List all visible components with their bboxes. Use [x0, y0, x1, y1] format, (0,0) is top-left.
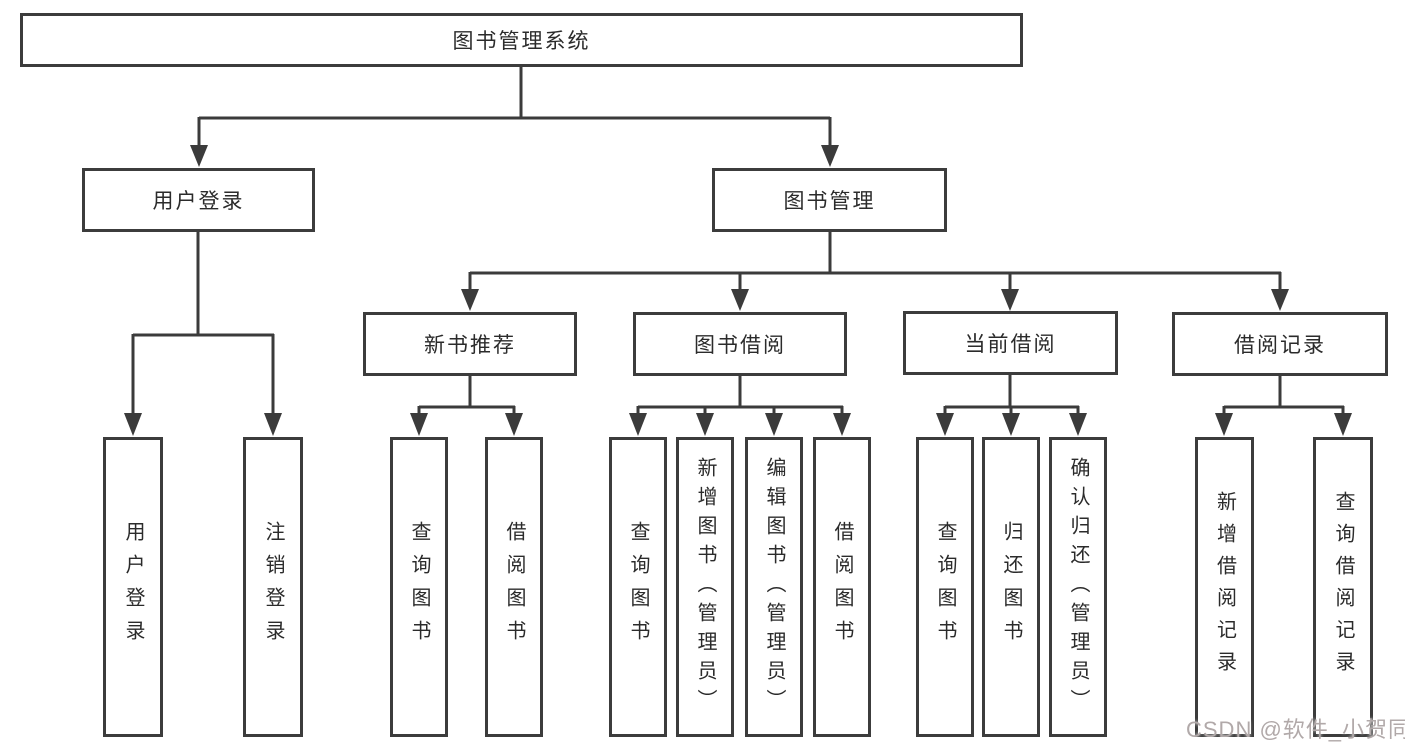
- leaf-borrow-borrow-book: 借阅图书: [813, 437, 871, 737]
- node-new-book-recommend-label: 新书推荐: [424, 334, 516, 357]
- arrow-down-icon: [190, 145, 208, 167]
- arrow-down-icon: [124, 413, 142, 436]
- leaf-recommend-borrow-book-label: 借阅图书: [503, 521, 525, 653]
- leaf-records-add-record: 新增借阅记录: [1195, 437, 1254, 737]
- node-new-book-recommend: 新书推荐: [363, 312, 577, 376]
- arrow-down-icon: [1001, 289, 1019, 311]
- leaf-borrow-edit-book-admin-label: 编辑图书（管理员）: [763, 456, 785, 718]
- leaf-logout: 注销登录: [243, 437, 303, 737]
- leaf-borrow-add-book-admin: 新增图书（管理员）: [676, 437, 734, 737]
- node-user-login-label: 用户登录: [152, 190, 245, 213]
- arrow-down-icon: [833, 413, 851, 436]
- arrow-down-icon: [731, 289, 749, 311]
- arrow-down-icon: [696, 413, 714, 436]
- leaf-user-login: 用户登录: [103, 437, 163, 737]
- leaf-borrow-query-book-label: 查询图书: [627, 521, 649, 653]
- leaf-records-query-record: 查询借阅记录: [1313, 437, 1373, 737]
- leaf-current-confirm-return-admin: 确认归还（管理员）: [1049, 437, 1107, 737]
- leaf-logout-label: 注销登录: [262, 521, 284, 653]
- node-book-management: 图书管理: [712, 168, 947, 232]
- leaf-user-login-label: 用户登录: [122, 521, 144, 653]
- arrow-down-icon: [1334, 413, 1352, 436]
- arrow-down-icon: [1215, 413, 1233, 436]
- node-borrow-records: 借阅记录: [1172, 312, 1388, 376]
- node-book-borrow: 图书借阅: [633, 312, 847, 376]
- arrowheads: [124, 145, 1352, 436]
- leaf-borrow-add-book-admin-label: 新增图书（管理员）: [694, 456, 716, 718]
- leaf-records-add-record-label: 新增借阅记录: [1213, 491, 1236, 683]
- arrow-down-icon: [765, 413, 783, 436]
- leaf-borrow-query-book: 查询图书: [609, 437, 667, 737]
- node-root-label: 图书管理系统: [452, 30, 591, 53]
- arrow-down-icon: [264, 413, 282, 436]
- node-borrow-records-label: 借阅记录: [1234, 334, 1326, 357]
- leaf-recommend-borrow-book: 借阅图书: [485, 437, 543, 737]
- leaf-current-return-book-label: 归还图书: [1000, 521, 1022, 653]
- leaf-recommend-query-book: 查询图书: [390, 437, 448, 737]
- leaf-borrow-edit-book-admin: 编辑图书（管理员）: [745, 437, 803, 737]
- leaf-current-query-book-label: 查询图书: [934, 521, 956, 653]
- node-user-login: 用户登录: [82, 168, 315, 232]
- leaf-recommend-query-book-label: 查询图书: [408, 521, 430, 653]
- node-book-borrow-label: 图书借阅: [694, 334, 786, 357]
- arrow-down-icon: [1069, 413, 1087, 436]
- leaf-current-query-book: 查询图书: [916, 437, 974, 737]
- leaf-records-query-record-label: 查询借阅记录: [1332, 491, 1354, 683]
- node-book-management-label: 图书管理: [783, 190, 876, 213]
- arrow-down-icon: [936, 413, 954, 436]
- leaf-current-return-book: 归还图书: [982, 437, 1040, 737]
- arrow-down-icon: [1271, 289, 1289, 311]
- arrow-down-icon: [821, 145, 839, 167]
- node-current-borrow: 当前借阅: [903, 311, 1118, 375]
- arrow-down-icon: [1002, 413, 1020, 436]
- arrow-down-icon: [629, 413, 647, 436]
- node-root: 图书管理系统: [20, 13, 1023, 67]
- arrow-down-icon: [410, 413, 428, 436]
- leaf-current-confirm-return-admin-label: 确认归还（管理员）: [1067, 456, 1089, 718]
- node-current-borrow-label: 当前借阅: [964, 333, 1057, 356]
- connector-lines: [131, 67, 1345, 415]
- leaf-borrow-borrow-book-label: 借阅图书: [831, 521, 853, 653]
- arrow-down-icon: [505, 413, 523, 436]
- arrow-down-icon: [461, 289, 479, 311]
